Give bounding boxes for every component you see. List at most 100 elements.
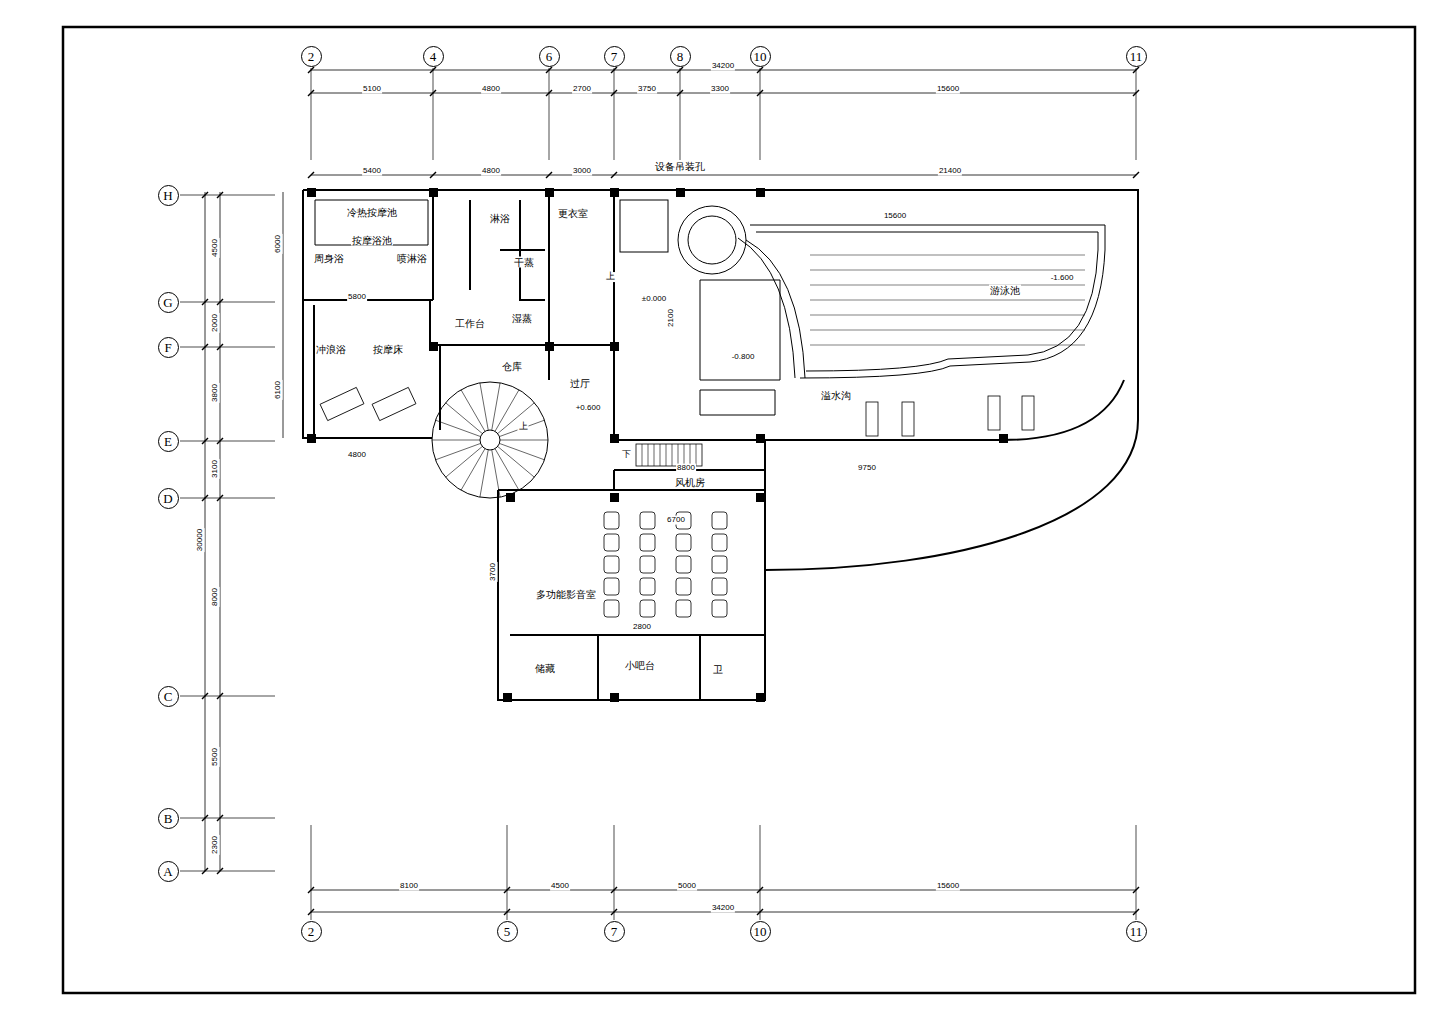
column [503,693,512,702]
room-label: 过厅 [569,378,591,389]
dimension-tick [546,67,552,73]
dimension-text: 3700 [489,562,498,582]
dimension-text: 5100 [362,85,382,94]
seat [676,600,691,617]
stair-tread [648,444,649,466]
dimension-text: 3300 [710,85,730,94]
extension-line [180,347,275,348]
column [545,188,554,197]
stair-tread [480,383,488,430]
axis-number: D [163,492,172,505]
stair-tread [642,444,643,466]
extension-line [1136,825,1137,920]
stair-tread [672,444,673,466]
dimension-text: 15600 [883,212,907,221]
dimension-lines [205,70,1136,912]
room-label: 按摩床 [372,344,404,355]
axis-number: 10 [754,50,767,63]
seat [640,578,655,595]
seat [604,512,619,529]
generated-symbols [180,67,1139,920]
dimension-tick [757,887,763,893]
axis-number: 7 [611,925,618,938]
extension-line [614,825,615,920]
dimension-tick [677,90,683,96]
dimension-tick [308,172,314,178]
stair-tread [666,444,667,466]
dimension-tick [308,67,314,73]
column [429,342,438,351]
lane-line [810,300,1085,301]
stair-tread [446,446,483,477]
axis-bubble: 11 [1126,46,1147,67]
column [999,434,1008,443]
axis-bubble: A [158,861,179,882]
dimension-text: 5800 [347,293,367,302]
axis-bubble: 5 [497,921,518,942]
lane-line [810,270,1085,271]
axis-bubble: 10 [750,921,771,942]
seat [640,534,655,551]
room-label: 设备吊装孔 [654,161,706,172]
axis-bubble: 10 [750,46,771,67]
column [429,188,438,197]
lane-line [810,285,1085,286]
dimension-text: 34200 [711,904,735,913]
dimension-text: 8100 [399,882,419,891]
stair-tread [495,390,519,432]
stair-tread [499,420,544,436]
extension-line [180,195,275,196]
dimension-text: 3800 [211,383,220,403]
extension-line [180,871,275,872]
axis-number: 6 [546,50,553,63]
dimension-tick [430,67,436,73]
dimension-text: 4800 [481,85,501,94]
room-label: 下 [621,450,632,460]
extension-line [433,68,434,160]
axis-number: 4 [430,50,437,63]
dimension-tick [308,887,314,893]
dimension-tick [217,299,223,305]
stair-tread [495,449,519,491]
axis-number: 7 [611,50,618,63]
seat [604,534,619,551]
room-label: 风机房 [674,477,706,488]
seat [604,578,619,595]
lane-line [810,345,1085,346]
dimension-tick [202,495,208,501]
lounge-chair [1022,396,1034,430]
extension-line [180,818,275,819]
axis-number: B [164,812,173,825]
stair-tread [461,449,485,491]
room-label: 多功能影音室 [535,589,597,600]
dimension-text: 15600 [936,85,960,94]
dimension-tick [217,495,223,501]
stair-tread [499,443,544,459]
dimension-text: 2100 [667,308,676,328]
dimension-tick [611,887,617,893]
dimension-tick [611,67,617,73]
room-label: 干蒸 [513,257,535,268]
dimension-tick [202,192,208,198]
dimension-tick [202,344,208,350]
dimension-tick [757,90,763,96]
dimension-text: 5400 [362,167,382,176]
dimension-text: 6000 [274,234,283,254]
extension-line [549,68,550,160]
dimension-tick [611,90,617,96]
axis-bubble: 4 [423,46,444,67]
axis-number: E [164,435,172,448]
dimension-text: 8000 [211,587,220,607]
extension-line [614,68,615,160]
seat [712,600,727,617]
room-label: 小吧台 [624,660,656,671]
column [610,342,619,351]
dimension-tick [504,909,510,915]
axis-bubble: 2 [301,46,322,67]
column [545,342,554,351]
axis-number: 10 [754,925,767,938]
axis-number: 2 [308,925,315,938]
extension-line [180,696,275,697]
dimension-tick [757,67,763,73]
